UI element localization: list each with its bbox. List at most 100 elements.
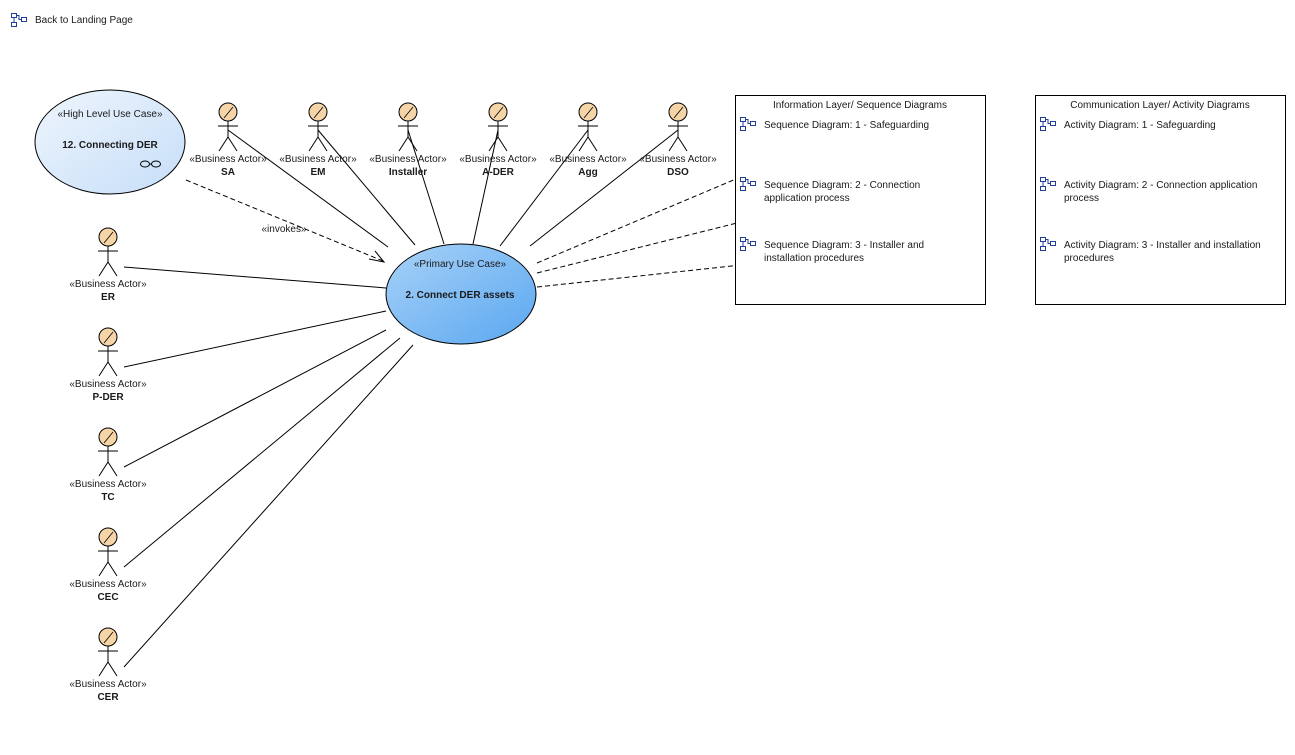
diagram-link-3[interactable]: Activity Diagram: 3 - Installer and inst… <box>1040 237 1261 265</box>
diagram-icon <box>11 13 27 27</box>
actor-leg-right <box>107 461 118 477</box>
diagram-link-1[interactable]: Sequence Diagram: 1 - Safeguarding <box>740 117 930 132</box>
icon-box <box>750 181 756 186</box>
business-actor-installer[interactable]: «Business Actor»Installer <box>369 102 447 178</box>
primary-use-case[interactable]: «Primary Use Case»2. Connect DER assets <box>385 243 537 345</box>
diagram-link-label: application process <box>764 193 850 204</box>
icon-link <box>1042 179 1051 187</box>
back-to-landing-page-link[interactable]: Back to Landing Page <box>11 11 133 29</box>
diagram-link-1[interactable]: Activity Diagram: 1 - Safeguarding <box>1040 117 1216 132</box>
actor-name: A-DER <box>482 167 514 178</box>
actor-leg-right <box>227 136 238 152</box>
use-case-name: 2. Connect DER assets <box>406 290 515 301</box>
trace-line <box>536 264 742 288</box>
actor-leg-right <box>317 136 328 152</box>
actor-head-mark <box>583 106 594 119</box>
icon-box <box>740 126 746 131</box>
diagram-link-label: Activity Diagram: 1 - Safeguarding <box>1064 120 1216 131</box>
icon-box <box>1040 186 1046 191</box>
actor-head-mark <box>493 106 504 119</box>
business-actor-em[interactable]: «Business Actor»EM <box>279 102 357 178</box>
actor-name: Agg <box>578 167 597 178</box>
actor-leg-right <box>107 261 118 277</box>
actor-stereotype: «Business Actor» <box>69 679 147 690</box>
actor-head-icon <box>218 102 238 122</box>
actor-name: SA <box>221 167 235 178</box>
actor-leg-right <box>677 136 688 152</box>
actor-leg-left <box>98 661 109 677</box>
actor-head-mark <box>223 106 234 119</box>
actor-leg-right <box>107 561 118 577</box>
diagram-icon <box>1040 177 1056 191</box>
information-layer-package: Information Layer/ Sequence DiagramsSequ… <box>735 95 986 305</box>
icon-link <box>742 179 751 187</box>
actor-leg-right <box>497 136 508 152</box>
diagram-link-2[interactable]: Activity Diagram: 2 - Connection applica… <box>1040 177 1258 205</box>
actor-head-icon <box>98 527 118 547</box>
actor-head-mark <box>103 231 114 244</box>
association-line <box>317 129 416 246</box>
actor-head-mark <box>403 106 414 119</box>
icon-link <box>742 239 751 247</box>
use-case-ellipse <box>385 243 537 345</box>
business-actor-dso[interactable]: «Business Actor»DSO <box>639 102 717 178</box>
diagram-link-label: Activity Diagram: 3 - Installer and inst… <box>1064 240 1261 251</box>
actor-head-icon <box>398 102 418 122</box>
business-actor-agg[interactable]: «Business Actor» Agg <box>549 102 627 178</box>
package-frame <box>735 95 986 305</box>
association-line <box>227 129 389 248</box>
icon-box <box>1050 181 1056 186</box>
icon-box <box>1040 237 1046 242</box>
diagram-link-label: Sequence Diagram: 3 - Installer and <box>764 240 924 251</box>
association-line <box>472 129 499 245</box>
icon-box <box>1050 241 1056 246</box>
business-actor-p-der[interactable]: «Business Actor» P-DER <box>69 327 147 403</box>
actor-leg-left <box>218 136 229 152</box>
actor-name: DSO <box>667 167 689 178</box>
actor-head-icon <box>98 627 118 647</box>
diagram-link-2[interactable]: Sequence Diagram: 2 - Connection applicat… <box>740 177 921 205</box>
actor-name: P-DER <box>92 392 124 403</box>
actor-head-icon <box>668 102 688 122</box>
business-actor-er[interactable]: «Business Actor»ER <box>69 227 147 303</box>
association-line <box>407 129 445 245</box>
actor-head-icon <box>98 327 118 347</box>
icon-box <box>750 121 756 126</box>
diagram-icon <box>740 177 756 191</box>
use-case-name: 12. Connecting DER <box>62 140 158 151</box>
association-line <box>123 266 387 289</box>
actor-head-mark <box>313 106 324 119</box>
business-actor-a-der[interactable]: «Business Actor»A-DER <box>459 102 537 178</box>
actor-stereotype: «Business Actor» <box>279 154 357 165</box>
actor-head-mark <box>673 106 684 119</box>
business-actor-cec[interactable]: «Business Actor»CEC <box>69 527 147 603</box>
diagram-icon <box>740 237 756 251</box>
invokes-arrowhead <box>368 250 386 263</box>
actor-leg-left <box>668 136 679 152</box>
association-line <box>123 310 387 368</box>
diagram-link-label: Sequence Diagram: 2 - Connection <box>764 180 920 191</box>
actor-stereotype: «Business Actor» <box>69 379 147 390</box>
icon-box <box>1040 246 1046 251</box>
diagram-link-label: procedures <box>1064 253 1114 264</box>
invokes-dependency <box>185 179 384 262</box>
actor-stereotype: «Business Actor» <box>69 579 147 590</box>
actor-head-mark <box>103 531 114 544</box>
diagram-link-label: Activity Diagram: 2 - Connection applica… <box>1064 180 1257 191</box>
high-level-use-case[interactable]: «High Level Use Case»12. Connecting DER <box>34 89 186 195</box>
business-actor-tc[interactable]: «Business Actor»TC <box>69 427 147 503</box>
icon-link <box>742 119 751 127</box>
diagram-icon <box>1040 237 1056 251</box>
association-line <box>123 329 387 468</box>
business-actor-cer[interactable]: «Business Actor»CER <box>69 627 147 703</box>
actor-head-mark <box>103 431 114 444</box>
diagram-link-3[interactable]: Sequence Diagram: 3 - Installer andinsta… <box>740 237 925 265</box>
actor-stereotype: «Business Actor» <box>549 154 627 165</box>
icon-box <box>1040 117 1046 122</box>
business-actor-sa[interactable]: «Business Actor»SA <box>189 102 267 178</box>
actor-head-mark <box>103 631 114 644</box>
icon-link <box>1042 239 1051 247</box>
actor-head-icon <box>578 102 598 122</box>
association-line <box>529 129 679 247</box>
actor-head-icon <box>308 102 328 122</box>
